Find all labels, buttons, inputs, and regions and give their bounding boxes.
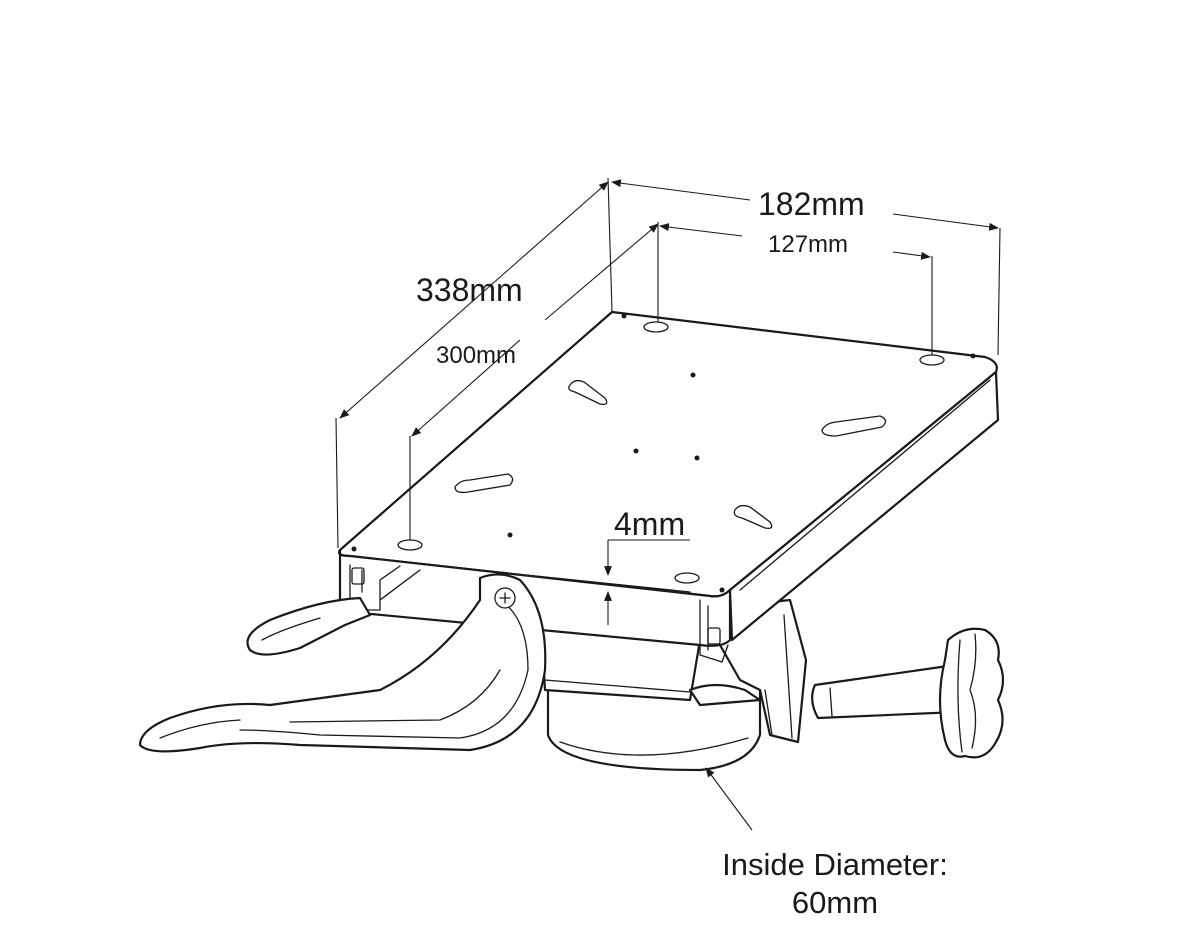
label-length-holes: 300mm	[436, 342, 517, 369]
release-handle-rear	[246, 596, 372, 656]
mount-plate	[338, 310, 1000, 663]
dimension-127	[657, 222, 933, 355]
dimension-300	[409, 223, 659, 540]
locking-knob	[811, 627, 1005, 759]
label-thickness: 4mm	[614, 506, 686, 542]
label-inside-diameter-line1: Inside Diameter:	[722, 847, 948, 882]
dimension-338	[335, 181, 609, 549]
label-inside-diameter: Inside Diameter: 60mm	[690, 846, 980, 922]
dimension-inside-diameter	[705, 767, 753, 831]
label-width-outer: 182mm	[758, 186, 865, 222]
label-width-holes: 127mm	[768, 231, 849, 258]
release-handle-front	[138, 573, 547, 753]
label-length-outer: 338mm	[416, 272, 523, 308]
label-inside-diameter-line2: 60mm	[791, 884, 879, 920]
dimension-4	[604, 539, 690, 625]
